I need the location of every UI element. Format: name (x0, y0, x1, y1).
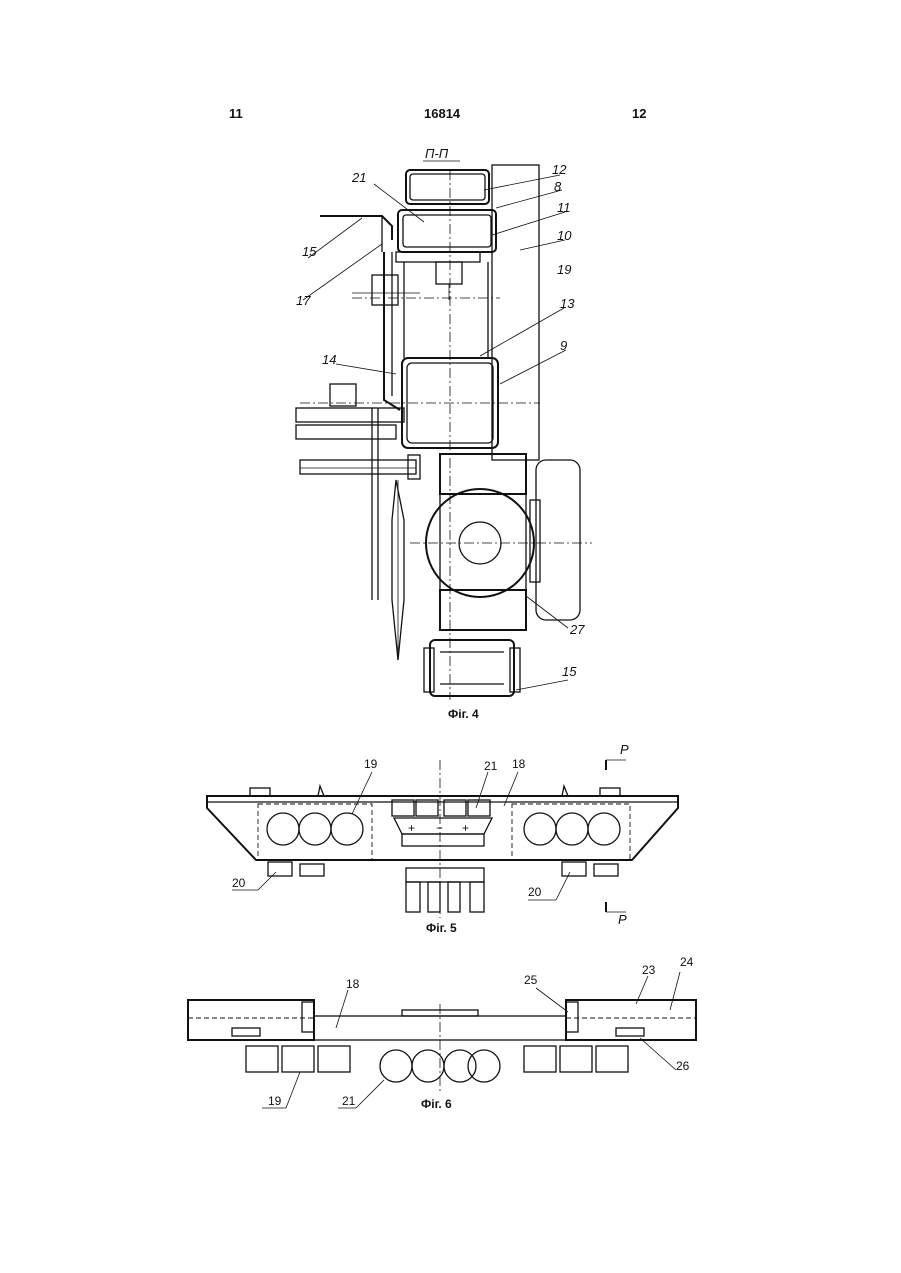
fig6-callout-23: 23 (642, 963, 656, 977)
fig4-callout-27: 27 (569, 622, 585, 637)
fig6-callout-18: 18 (346, 977, 360, 991)
fig6-callout-24: 24 (680, 955, 694, 969)
fig4-callout-12: 12 (552, 162, 567, 177)
fig5-caption: Фіг. 5 (426, 921, 457, 935)
figure-4-drawing: П-П (296, 146, 592, 721)
fig5-callout-20-left: 20 (232, 876, 246, 890)
fig6-caption: Фіг. 6 (421, 1097, 452, 1111)
fig5-sign-plus-right: + (462, 821, 469, 835)
fig5-callout-21: 21 (484, 759, 498, 773)
fig5-sign-plus-left: + (408, 821, 415, 835)
fig4-callout-15-top: 15 (302, 244, 317, 259)
fig4-callout-21: 21 (351, 170, 366, 185)
fig4-callout-19: 19 (557, 262, 571, 277)
fig4-callout-9: 9 (560, 338, 567, 353)
fig5-callout-18: 18 (512, 757, 526, 771)
fig4-callout-17: 17 (296, 293, 311, 308)
fig5-callout-19: 19 (364, 757, 378, 771)
fig6-callout-19: 19 (268, 1094, 282, 1108)
fig5-callout-20-right: 20 (528, 885, 542, 899)
fig4-callout-14: 14 (322, 352, 336, 367)
fig4-section-label: П-П (425, 146, 449, 161)
fig5-section-mark-top: Р (620, 742, 629, 757)
fig4-caption: Фіг. 4 (448, 707, 479, 721)
fig6-callout-26: 26 (676, 1059, 690, 1073)
figure-6-drawing: 18 25 23 24 26 19 21 Фіг. 6 (188, 955, 696, 1111)
fig4-callout-15-bottom: 15 (562, 664, 577, 679)
fig5-section-mark-bottom: Р (618, 912, 627, 927)
fig4-callout-13: 13 (560, 296, 575, 311)
fig4-callout-10: 10 (557, 228, 572, 243)
fig6-callout-21: 21 (342, 1094, 356, 1108)
fig4-callout-8: 8 (554, 179, 562, 194)
fig6-callout-25: 25 (524, 973, 538, 987)
fig5-sign-minus: − (436, 821, 443, 835)
figure-5-drawing: + − + Р Р 19 21 18 20 20 Фіг. (207, 742, 678, 935)
fig4-callout-11: 11 (557, 200, 571, 215)
